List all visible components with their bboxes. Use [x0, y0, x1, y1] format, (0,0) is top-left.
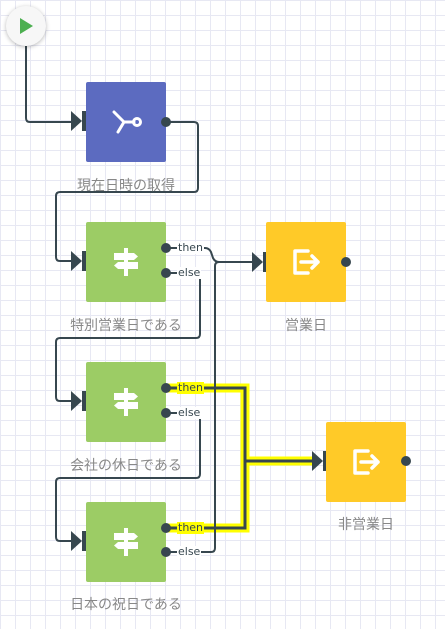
output-port-then[interactable]: [161, 523, 171, 533]
wire-start-to-datetime: [25, 46, 74, 123]
input-arrow: [312, 451, 323, 471]
node-national-holiday[interactable]: [86, 502, 166, 582]
input-port[interactable]: [82, 391, 88, 411]
input-arrow: [71, 531, 82, 551]
signpost-icon: [114, 248, 138, 276]
wire-company-then: [165, 386, 318, 463]
node-special-business-day[interactable]: [86, 222, 166, 302]
highlight-wire-company-then: [165, 383, 315, 466]
signpost-icon: [114, 528, 138, 556]
node-label-special-business-day: 特別営業日である: [70, 318, 182, 334]
node-label-business-day: 営業日: [285, 318, 327, 334]
split-icon: [112, 110, 142, 134]
exit-icon: [353, 449, 380, 475]
output-port-then[interactable]: [161, 243, 171, 253]
then-label: then: [177, 241, 205, 254]
node-label-national-holiday: 日本の祝日である: [70, 597, 182, 613]
then-label: then: [177, 521, 205, 534]
node-label-company-holiday: 会社の休日である: [70, 458, 182, 474]
output-port[interactable]: [161, 117, 171, 127]
output-port-else[interactable]: [161, 547, 171, 557]
play-icon: [20, 18, 33, 34]
else-label: else: [177, 545, 202, 558]
else-label: else: [177, 266, 202, 279]
signpost-icon: [114, 388, 138, 416]
then-label: then: [177, 381, 205, 394]
input-port[interactable]: [82, 251, 88, 271]
output-port[interactable]: [341, 257, 351, 267]
node-non-business-day[interactable]: [326, 422, 406, 502]
wire-national-else: [165, 261, 256, 553]
else-label: else: [177, 406, 202, 419]
input-port[interactable]: [82, 531, 88, 551]
input-port[interactable]: [82, 111, 88, 131]
output-port-else[interactable]: [161, 408, 171, 418]
start-button[interactable]: [6, 6, 46, 46]
node-get-datetime[interactable]: [86, 82, 166, 162]
input-arrow: [71, 111, 82, 131]
output-port[interactable]: [401, 456, 411, 466]
input-arrow: [252, 252, 263, 272]
node-label-get-datetime: 現在日時の取得: [77, 178, 175, 194]
output-port-else[interactable]: [161, 268, 171, 278]
wire-datetime-to-special: [55, 121, 199, 262]
output-port-then[interactable]: [161, 383, 171, 393]
node-company-holiday[interactable]: [86, 362, 166, 442]
input-arrow: [71, 391, 82, 411]
input-arrow: [71, 251, 82, 271]
node-label-non-business-day: 非営業日: [338, 517, 394, 533]
exit-icon: [293, 249, 320, 275]
node-business-day[interactable]: [266, 222, 346, 302]
